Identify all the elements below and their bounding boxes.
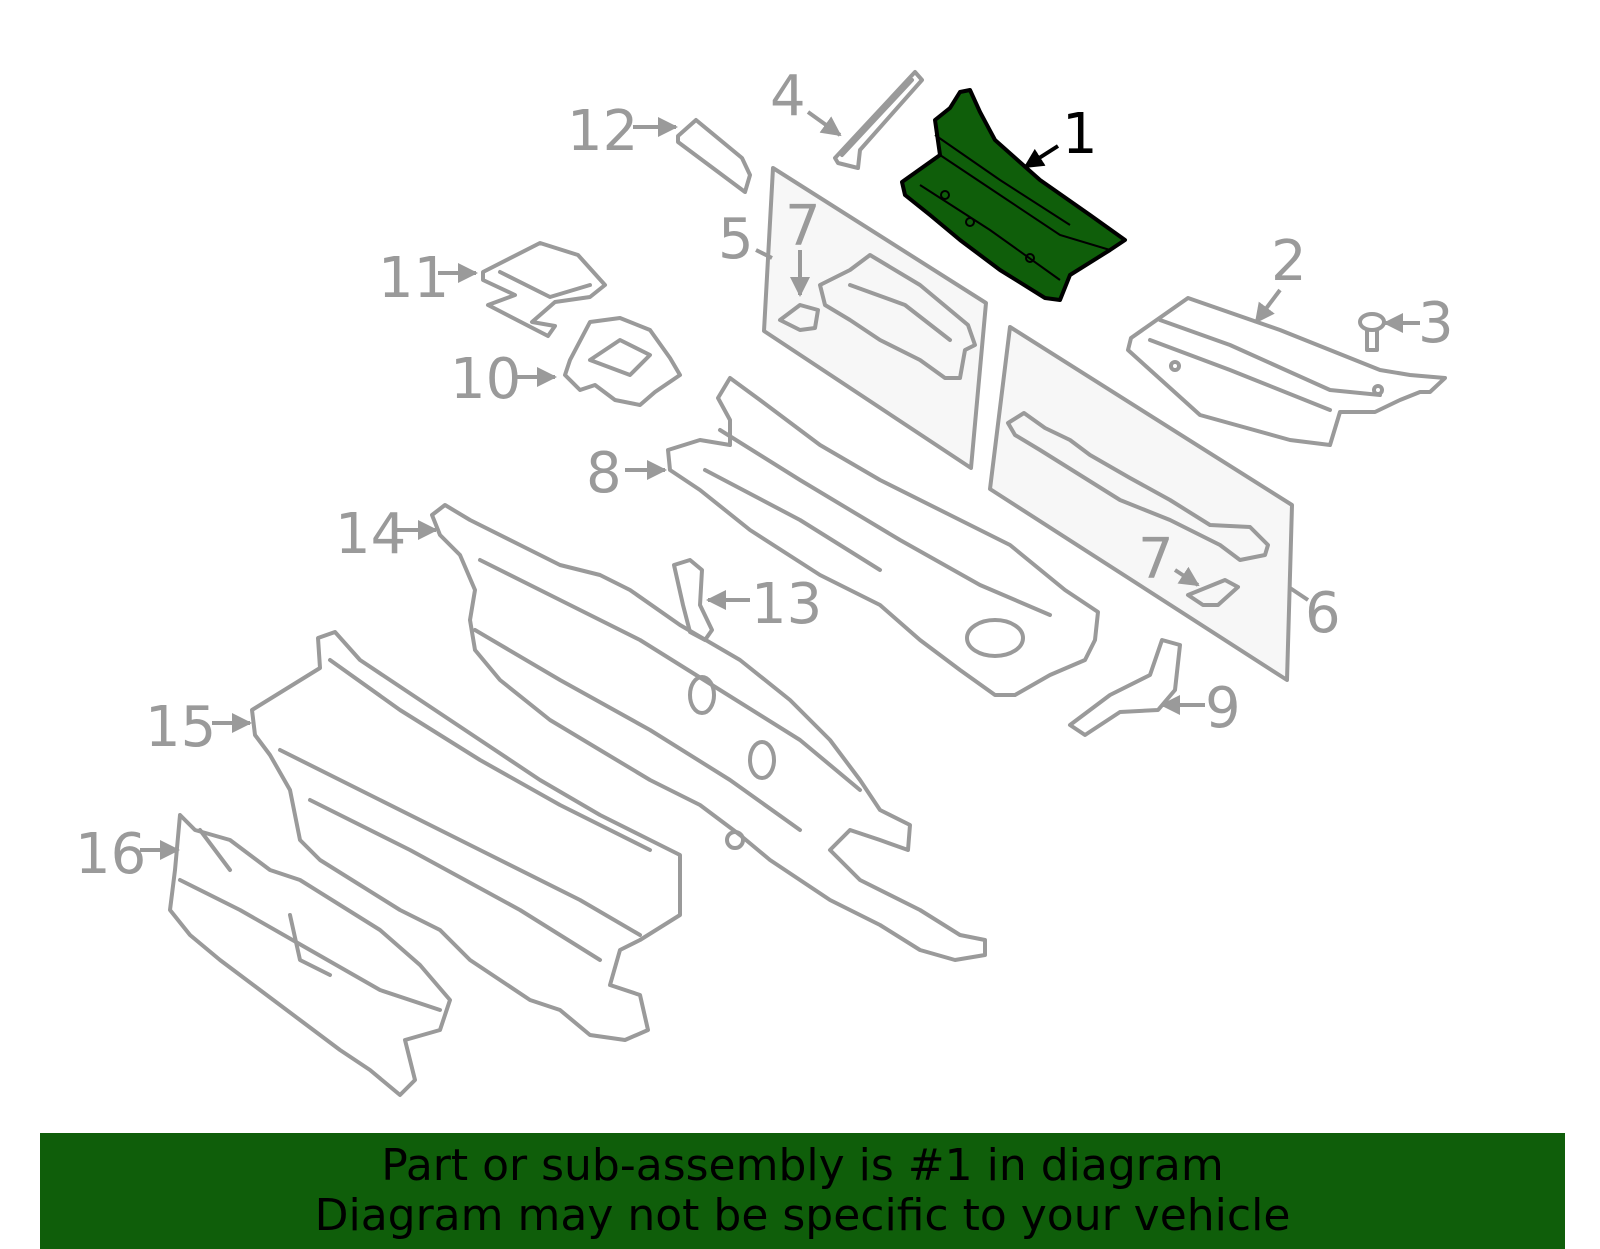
- part-14[interactable]: [430, 503, 987, 962]
- callout-2[interactable]: 2: [1271, 229, 1307, 294]
- leader-5: [755, 248, 773, 260]
- callout-9[interactable]: 9: [1205, 676, 1241, 741]
- callout-4[interactable]: 4: [770, 64, 806, 129]
- leader-7b: [1173, 566, 1200, 587]
- part-16[interactable]: [168, 813, 452, 1097]
- callout-1[interactable]: 1: [1062, 102, 1098, 167]
- leader-1: [1023, 144, 1060, 169]
- leader-2: [1254, 288, 1282, 324]
- callout-7b[interactable]: 7: [1138, 527, 1174, 592]
- leader-4: [806, 110, 842, 137]
- part-10[interactable]: [563, 316, 682, 407]
- callout-7a[interactable]: 7: [785, 194, 821, 259]
- part-4[interactable]: [833, 70, 924, 170]
- part-8[interactable]: [666, 376, 1100, 697]
- info-banner: Part or sub-assembly is #1 in diagram Di…: [40, 1133, 1565, 1249]
- leader-6: [1288, 586, 1310, 602]
- part-7a[interactable]: [778, 303, 820, 332]
- part-2[interactable]: [1126, 296, 1447, 447]
- panel-5: [762, 166, 988, 470]
- callout-3[interactable]: 3: [1418, 291, 1454, 356]
- part-5[interactable]: [818, 253, 977, 380]
- callout-15[interactable]: 15: [145, 695, 216, 760]
- part-13[interactable]: [672, 558, 714, 642]
- callout-11[interactable]: 11: [378, 246, 449, 311]
- callout-16[interactable]: 16: [75, 822, 146, 887]
- part-6[interactable]: [1006, 411, 1270, 562]
- callout-6[interactable]: 6: [1305, 581, 1341, 646]
- callout-13[interactable]: 13: [751, 572, 822, 637]
- part-7b[interactable]: [1186, 578, 1240, 607]
- part-9[interactable]: [1068, 638, 1182, 737]
- callout-8[interactable]: 8: [586, 441, 622, 506]
- part-15[interactable]: [250, 630, 682, 1042]
- part-3[interactable]: [1358, 312, 1386, 352]
- part-1-highlighted[interactable]: [900, 88, 1127, 302]
- panel-6: [988, 325, 1294, 682]
- banner-line-2: Diagram may not be specific to your vehi…: [314, 1190, 1291, 1241]
- part-11[interactable]: [481, 241, 607, 338]
- callout-12[interactable]: 12: [567, 99, 638, 164]
- callout-14[interactable]: 14: [335, 502, 406, 567]
- banner-line-1: Part or sub-assembly is #1 in diagram: [381, 1140, 1224, 1191]
- callout-5[interactable]: 5: [718, 207, 754, 272]
- callout-10[interactable]: 10: [450, 347, 521, 412]
- part-12[interactable]: [676, 118, 752, 194]
